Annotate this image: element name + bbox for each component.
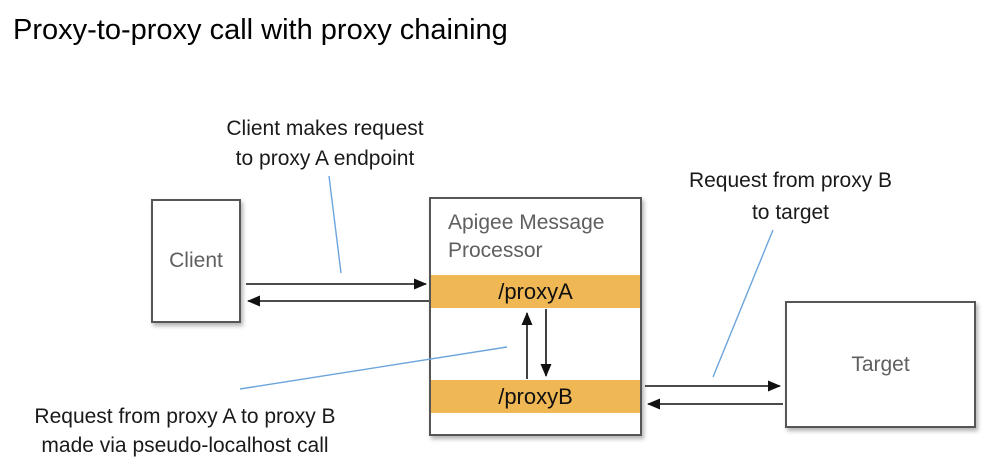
target-node: Target <box>785 301 976 428</box>
annotation-line: made via pseudo-localhost call <box>41 434 329 457</box>
callout-line-client-request <box>328 175 342 274</box>
proxy-b-bar: /proxyB <box>431 380 640 413</box>
page-title: Proxy-to-proxy call with proxy chaining <box>13 14 508 46</box>
annotation-line: Request from proxy B <box>688 169 893 192</box>
annotation-line: to target <box>751 201 830 224</box>
apigee-message-processor-node: Apigee Message Processor /proxyA /proxyB <box>429 197 642 436</box>
callout-line-proxyb-to-target <box>712 229 774 378</box>
client-node: Client <box>151 199 241 323</box>
proxy-b-label: /proxyB <box>498 383 573 409</box>
target-node-label: Target <box>851 352 910 376</box>
annotation-line: to proxy A endpoint <box>235 147 415 170</box>
annotation-line: Client makes request <box>226 117 424 140</box>
apigee-node-label: Apigee Message Processor <box>448 211 605 262</box>
annotation-line: Request from proxy A to proxy B <box>34 405 336 428</box>
proxy-a-bar: /proxyA <box>431 275 640 308</box>
annotation-client-request: Client makes request to proxy A endpoint <box>195 114 455 174</box>
client-node-label: Client <box>169 249 223 272</box>
proxy-a-label: /proxyA <box>498 278 573 304</box>
annotation-proxy-a-to-proxy-b: Request from proxy A to proxy B made via… <box>5 402 365 460</box>
annotation-proxy-b-to-target: Request from proxy B to target <box>663 165 918 229</box>
